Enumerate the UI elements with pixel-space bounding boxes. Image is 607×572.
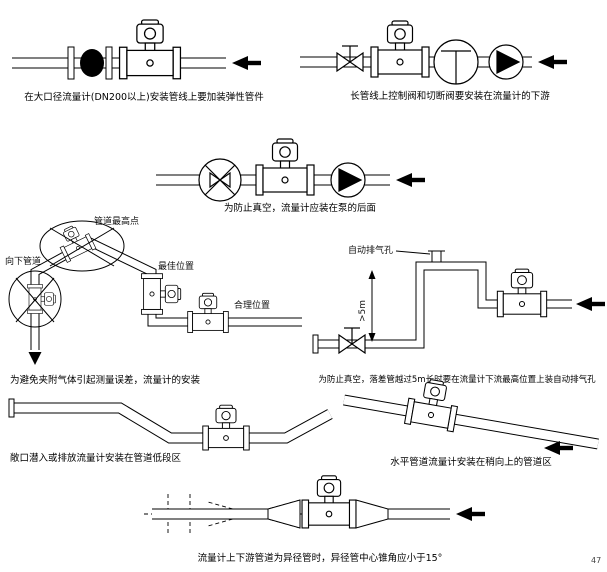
caption-elastic-fitting: 在大口径流量计(DN200以上)安装管线上要加装弹性管件 (24, 92, 264, 103)
flowmeter-icon (370, 20, 430, 78)
gate-valve-icon (338, 327, 366, 354)
label-best-position: 最佳位置 (158, 260, 194, 272)
label-highest-point: 管道最高点 (94, 215, 139, 227)
diagram-pump-upstream: 为防止真空，流量计应装在泵的后面 (150, 136, 450, 215)
reducer-icon (267, 499, 301, 529)
caption-inclined-pipe: 水平管道流量计安装在稍向上的管道区 (390, 457, 552, 468)
height-dimension: >5m (358, 270, 376, 342)
crossed-valve-icon (198, 158, 242, 202)
caption-pump-upstream: 为防止真空，流量计应装在泵的后面 (223, 203, 376, 214)
elastic-joint-icon (80, 49, 104, 77)
label-auto-vent: 自动排气孔 (348, 244, 393, 256)
reducer-cone-drawing (144, 475, 485, 534)
caption-valves-downstream: 长管线上控制阀和切断阀要安装在流量计的下游 (350, 91, 550, 102)
flowmeter-icon (202, 404, 250, 451)
flowmeter-icon (255, 138, 315, 196)
diagram-inclined-pipe: 水平管道流量计安装在稍向上的管道区 (336, 372, 606, 469)
flowmeter-icon (496, 268, 548, 318)
flow-arrow-icon (576, 297, 605, 311)
label-height: >5m (358, 300, 368, 322)
flow-arrow-icon (396, 173, 425, 187)
valves-downstream-drawing (300, 20, 567, 85)
caption-low-section: 敞口潜入或排放流量计安装在管道低段区 (10, 453, 182, 464)
flow-arrow-icon (232, 56, 261, 70)
pump-upstream-drawing (156, 138, 425, 202)
auto-vent-drawing: 自动排气孔 >5m (312, 244, 605, 354)
flange-icon (67, 46, 75, 80)
prohibited-ellipse-icon (8, 270, 62, 328)
flange-icon (105, 46, 113, 80)
reducer-icon (355, 499, 389, 529)
flowmeter-icon (301, 475, 357, 529)
label-fair-position: 合理位置 (234, 299, 270, 311)
flow-arrow-icon (538, 55, 567, 69)
flowmeter-icon (118, 19, 182, 80)
elastic-fitting-drawing (12, 19, 261, 80)
caption-auto-vent: 为防止真空，落差管越过5m长时要在流量计下流最高位置上装自动排气孔 (318, 375, 596, 385)
air-vent-icon (428, 250, 445, 263)
diagram-reducer-cone: 流量计上下游管道为异径管时，异径管中心锥角应小于15° (138, 468, 502, 565)
flowmeter-best-position-icon (141, 273, 182, 315)
caption-reducer-cone: 流量计上下游管道为异径管时，异径管中心锥角应小于15° (197, 553, 443, 564)
page-number: 47 (591, 556, 602, 565)
diagram-low-section: 敞口潜入或排放流量计安装在管道低段区 (2, 392, 334, 465)
label-downward-pipe: 向下管道 (5, 255, 41, 267)
down-flow-arrow-icon (28, 352, 42, 365)
diagram-auto-vent: 自动排气孔 >5m 为防止真空，落差管越过5m长时要在流量计下流最高位置上装自动… (308, 226, 606, 386)
diagram-valves-downstream: 长管线上控制阀和切断阀要安装在流量计的下游 (296, 16, 604, 103)
caption-gas-positions: 为避免夹附气体引起测量误差，流量计的安装 (10, 375, 201, 386)
inclined-pipe-drawing (343, 375, 599, 455)
flowmeter-fair-position-icon (187, 292, 229, 333)
low-section-drawing (8, 398, 333, 451)
pipe-end-flange-icon (312, 334, 319, 354)
prohibited-ellipse-icon (39, 220, 125, 272)
pump-icon (488, 44, 524, 80)
gas-positions-drawing: 管道最高点 向下管道 最佳位置 合理位置 (5, 215, 302, 365)
diagram-elastic-fitting: 在大口径流量计(DN200以上)安装管线上要加装弹性管件 (8, 3, 280, 104)
butterfly-valve-icon (433, 39, 479, 85)
flowmeter-wrong-downpipe-icon (27, 284, 56, 314)
flowmeter-icon (404, 375, 462, 433)
pump-icon (330, 162, 366, 198)
diagram-gas-entrapment-positions: 管道最高点 向下管道 最佳位置 合理位置 为避免夹附气体引起测量误差，流量计的安… (2, 212, 307, 387)
flow-arrow-icon (456, 507, 485, 521)
open-pipe-end-icon (8, 398, 15, 418)
